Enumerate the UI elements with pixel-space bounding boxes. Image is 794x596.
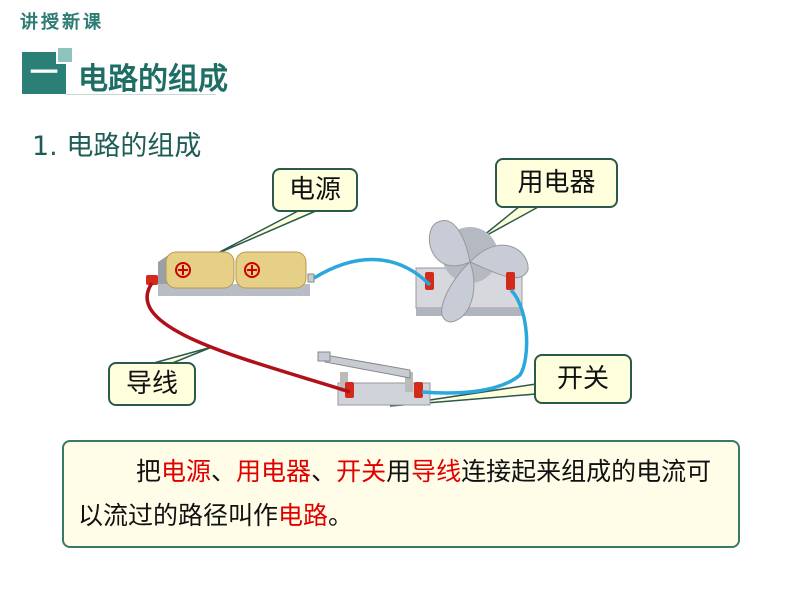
note-sep: 、 xyxy=(211,457,237,486)
blue-wire-fan xyxy=(313,257,432,287)
term-circuit: 电路 xyxy=(278,501,329,530)
header-badge-accent xyxy=(56,46,74,64)
callout-wire: 导线 xyxy=(108,362,196,406)
page-title: 电路的组成 xyxy=(78,62,228,97)
section-label: 讲授新课 xyxy=(20,12,104,33)
blue-wire-switch xyxy=(421,288,529,395)
note-sep: 、 xyxy=(311,457,337,486)
title-underline xyxy=(66,94,216,95)
term-power: 电源 xyxy=(161,457,212,486)
header-number: 一 xyxy=(29,56,58,89)
subtitle: 1. 电路的组成 xyxy=(32,131,202,162)
callout-power: 电源 xyxy=(272,168,358,212)
callout-appliance: 用电器 xyxy=(495,158,618,208)
callout-tail-power xyxy=(213,209,319,256)
circuit-diagram xyxy=(145,205,541,407)
definition-box: 把电源、用电器、开关用导线连接起来组成的电流可以流过的路径叫作电路。 xyxy=(62,440,740,548)
note-text: 用 xyxy=(386,457,412,486)
battery-icon xyxy=(146,251,315,296)
note-text: 。 xyxy=(328,501,354,530)
red-wire xyxy=(145,282,351,394)
term-switch: 开关 xyxy=(336,457,387,486)
switch-icon xyxy=(317,351,431,406)
note-text: 连接起来组成的电流可以流过的路径叫作 xyxy=(78,457,712,530)
fan-icon xyxy=(415,220,529,323)
note-text: 把 xyxy=(136,457,162,486)
term-appliance: 用电器 xyxy=(236,457,312,486)
callout-switch: 开关 xyxy=(534,354,632,404)
term-wire: 导线 xyxy=(411,457,462,486)
